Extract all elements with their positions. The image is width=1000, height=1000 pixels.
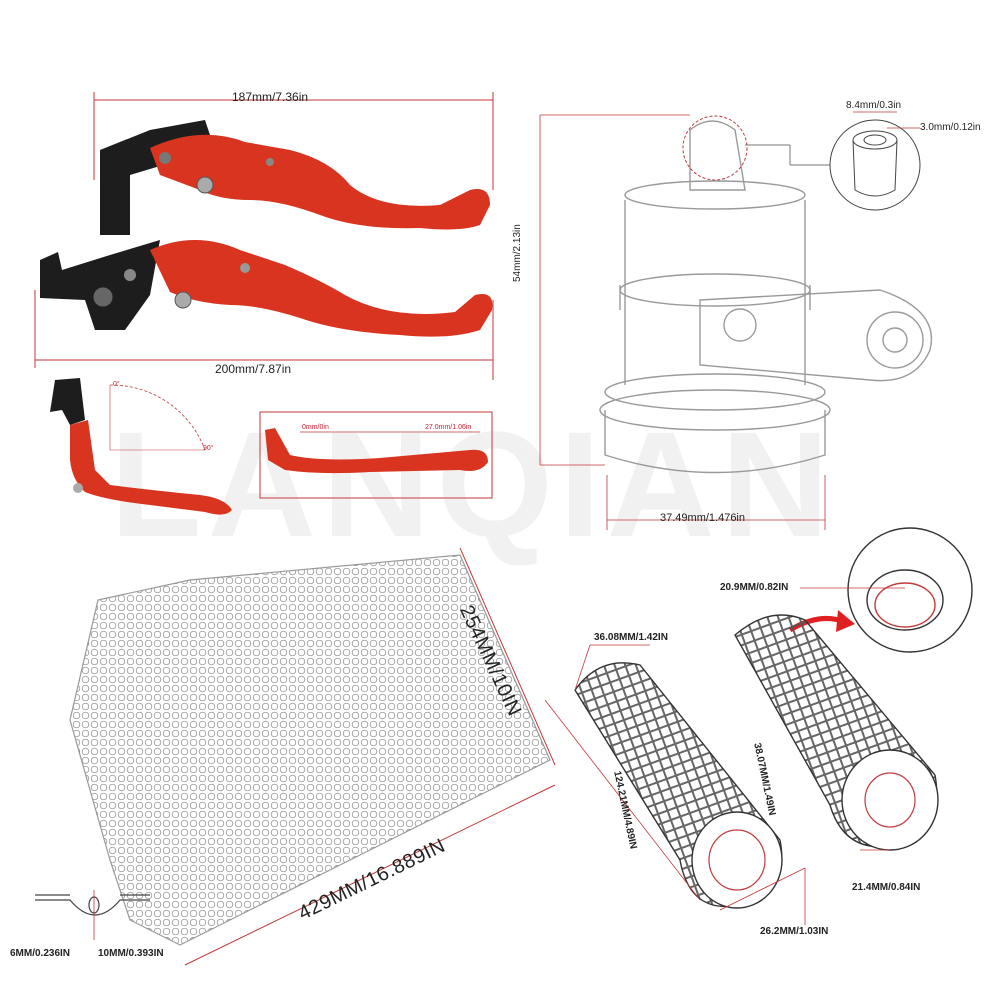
reservoir-zoom-ring — [682, 115, 748, 181]
reservoir-illustration — [599, 120, 932, 474]
short-lever-illustration — [100, 120, 490, 235]
reservoir-width-label: 37.49mm/1.476in — [660, 512, 745, 524]
radiator-grate-illustration — [69, 554, 551, 946]
folding-lever-illustration — [50, 378, 232, 515]
short-lever-length: 187mm/7.36in — [232, 90, 309, 104]
left-grip-illustration — [574, 662, 783, 909]
clip-a-label: 6MM/0.236IN — [10, 948, 71, 959]
reservoir-height-label: 54mm/2.13in — [512, 224, 523, 282]
end-cap-illustration — [847, 527, 973, 653]
adjust-lever-illustration — [259, 411, 493, 499]
long-lever-length: 200mm/7.87in — [215, 362, 292, 376]
long-lever-illustration — [40, 240, 493, 337]
right-grip-illustration — [734, 614, 939, 851]
grip-outer-diameter-label: 36.08MM/1.42IN — [594, 632, 668, 643]
adjust-end-label: 27.0mm/1.06in — [425, 424, 472, 431]
end-cap-inner-label: 20.9MM/0.82IN — [720, 582, 789, 593]
grate-clip-illustration — [35, 890, 150, 940]
angle-ninety-label: 90° — [203, 445, 214, 452]
nozzle-outer-label: 8.4mm/0.3in — [846, 100, 902, 111]
clip-b-label: 10MM/0.393IN — [98, 948, 164, 959]
lever-dimensions — [34, 92, 494, 380]
nozzle-detail-circle — [829, 119, 921, 211]
left-bore-label: 26.2MM/1.03IN — [760, 926, 829, 937]
watermark: LANQIAN — [110, 400, 836, 568]
nozzle-inner-label: 3.0mm/0.12in — [920, 122, 981, 133]
adjust-start-label: 0mm/0in — [302, 424, 329, 431]
angle-zero-label: 0° — [113, 381, 120, 388]
right-bore-label: 21.4MM/0.84IN — [852, 882, 921, 893]
